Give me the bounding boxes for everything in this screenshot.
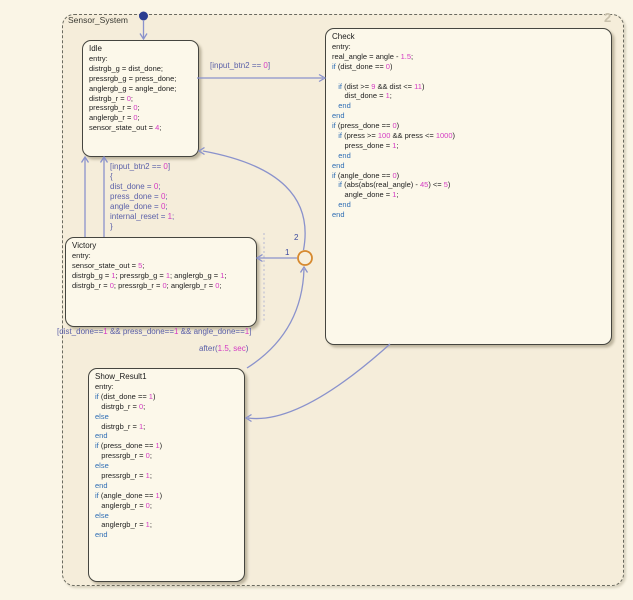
junction-exit-order-1: 1 <box>285 248 290 257</box>
state-check[interactable]: Check entry:real_angle = angle - 1.5;if … <box>325 28 612 345</box>
transition-label-idle-to-check[interactable]: [input_btn2 == 0] <box>210 61 271 70</box>
transition-label-reset-action[interactable]: [input_btn2 == 0]{dist_done = 0;press_do… <box>110 162 175 231</box>
transition-label-after-timer[interactable]: after(1.5, sec) <box>199 344 249 353</box>
state-code: entry:sensor_state_out = 5;distrgb_g = 1… <box>72 251 227 290</box>
machine-title: Sensor_System <box>68 15 128 25</box>
state-victory[interactable]: Victory entry:sensor_state_out = 5;distr… <box>65 237 257 327</box>
junction-exit-order-2: 2 <box>294 233 299 242</box>
state-title: Show_Result1 <box>95 372 147 381</box>
state-idle[interactable]: Idle entry:distrgb_g = dist_done;pressrg… <box>82 40 199 157</box>
state-title: Victory <box>72 241 97 250</box>
state-show-result1[interactable]: Show_Result1 entry:if (dist_done == 1) d… <box>88 368 245 582</box>
state-title: Idle <box>89 44 102 53</box>
page-badge: 2 <box>604 10 612 25</box>
state-title: Check <box>332 32 355 41</box>
state-code: entry:real_angle = angle - 1.5;if (dist_… <box>332 42 456 220</box>
transition-label-win-condition[interactable]: [dist_done==1 && press_done==1 && angle_… <box>57 327 252 336</box>
state-code: entry:if (dist_done == 1) distrgb_r = 0;… <box>95 382 163 540</box>
state-code: entry:distrgb_g = dist_done;pressrgb_g =… <box>89 54 177 133</box>
